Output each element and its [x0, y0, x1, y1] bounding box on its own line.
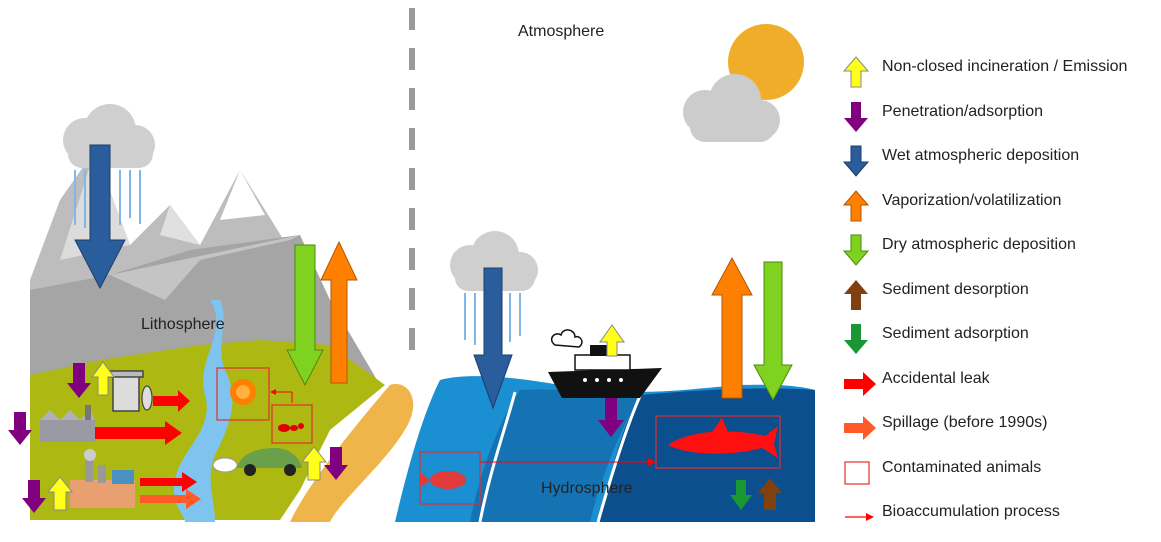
lithosphere-label: Lithosphere	[141, 316, 225, 333]
legend: Non-closed incineration / Emission Penet…	[838, 52, 1158, 542]
orange-red-right-arrow-icon	[844, 416, 876, 440]
penetration-arrow-3	[22, 480, 46, 513]
legend-label: Sediment desorption	[882, 280, 1029, 298]
shark-icon	[668, 418, 778, 458]
legend-label: Non-closed incineration / Emission	[882, 58, 1128, 75]
ship-icon	[548, 329, 662, 398]
rain-cloud-left-icon	[63, 104, 155, 228]
blue-down-arrow-icon	[843, 145, 869, 177]
vaporization-arrow-land	[320, 240, 358, 384]
dry-deposition-arrow-sea	[753, 261, 793, 402]
legend-label: Contaminated animals	[882, 458, 1042, 476]
legend-item-penetration: Penetration/adsorption	[838, 97, 1158, 142]
legend-item-spillage: Spillage (before 1990s)	[838, 408, 1158, 453]
emission-arrow-3	[46, 476, 74, 511]
purple-down-arrow-icon	[844, 101, 868, 132]
penetration-arrow-1	[67, 363, 91, 398]
legend-item-vaporization: Vaporization/volatilization	[838, 186, 1158, 231]
sediment-adsorption-arrow	[730, 480, 752, 510]
beach	[290, 384, 414, 522]
atmosphere-label: Atmosphere	[518, 23, 605, 40]
penetration-arrow-2	[8, 412, 32, 445]
legend-item-dry-deposition: Dry atmospheric deposition	[838, 230, 1158, 275]
dark-green-down-arrow-icon	[844, 324, 868, 354]
vaporization-arrow-sea	[711, 256, 753, 399]
emission-arrow-1	[91, 361, 115, 396]
legend-label: Penetration/adsorption	[882, 102, 1043, 120]
ant-icon	[278, 423, 304, 432]
penetration-arrow-ship	[598, 398, 624, 437]
spillage-arrow	[140, 489, 201, 509]
contaminated-lion-box	[216, 367, 270, 421]
legend-label: Vaporization/volatilization	[882, 191, 1062, 209]
ocean	[395, 376, 815, 523]
red-box-icon	[844, 460, 870, 485]
trash-can-icon	[108, 370, 153, 412]
leak-arrow-2	[95, 421, 182, 445]
contaminated-shark-box	[655, 415, 781, 469]
green-down-arrow-icon	[843, 234, 869, 266]
leak-arrow-3	[140, 472, 197, 492]
fish-icon	[420, 471, 466, 489]
factory-small-icon	[40, 405, 95, 442]
pollutant-cycle-diagram	[8, 8, 815, 523]
emission-arrow-car	[300, 446, 328, 481]
penetration-arrow-car	[324, 447, 348, 480]
legend-item-accidental-leak: Accidental leak	[838, 364, 1158, 409]
emission-arrow-ship	[599, 324, 625, 357]
wet-deposition-arrow-sea	[473, 267, 513, 410]
legend-label: Bioaccumulation process	[882, 503, 1060, 520]
orange-up-arrow-icon	[843, 189, 869, 221]
car-icon	[212, 448, 302, 476]
legend-item-emission: Non-closed incineration / Emission	[838, 52, 1158, 97]
factory-large-icon	[70, 449, 135, 508]
legend-label: Spillage (before 1990s)	[882, 414, 1048, 431]
sediment-desorption-arrow	[758, 478, 782, 510]
legend-label: Sediment adsorption	[882, 325, 1029, 342]
lion-icon	[230, 379, 256, 405]
legend-item-sediment-desorption: Sediment desorption	[838, 275, 1158, 320]
yellow-up-arrow-icon	[843, 56, 869, 88]
wet-deposition-arrow-left	[74, 144, 126, 290]
cloud-icon	[683, 74, 780, 142]
legend-item-wet-deposition: Wet atmospheric deposition	[838, 141, 1158, 186]
rain-cloud-right-icon	[450, 231, 538, 345]
dry-deposition-arrow-land	[286, 244, 324, 387]
river	[173, 300, 233, 522]
leak-arrow-1	[153, 390, 190, 412]
brown-up-arrow-icon	[844, 279, 868, 310]
hydrosphere-label: Hydrosphere	[541, 480, 633, 497]
legend-item-bioaccumulation: Bioaccumulation process	[838, 497, 1158, 542]
thin-red-arrow-icon	[845, 513, 874, 521]
contaminated-ant-box	[271, 404, 313, 444]
red-right-arrow-icon	[844, 371, 876, 396]
legend-item-contaminated-animals: Contaminated animals	[838, 453, 1158, 498]
legend-label: Dry atmospheric deposition	[882, 236, 1076, 253]
legend-item-sediment-adsorption: Sediment adsorption	[838, 319, 1158, 364]
legend-label: Accidental leak	[882, 369, 990, 387]
legend-label: Wet atmospheric deposition	[882, 147, 1080, 164]
